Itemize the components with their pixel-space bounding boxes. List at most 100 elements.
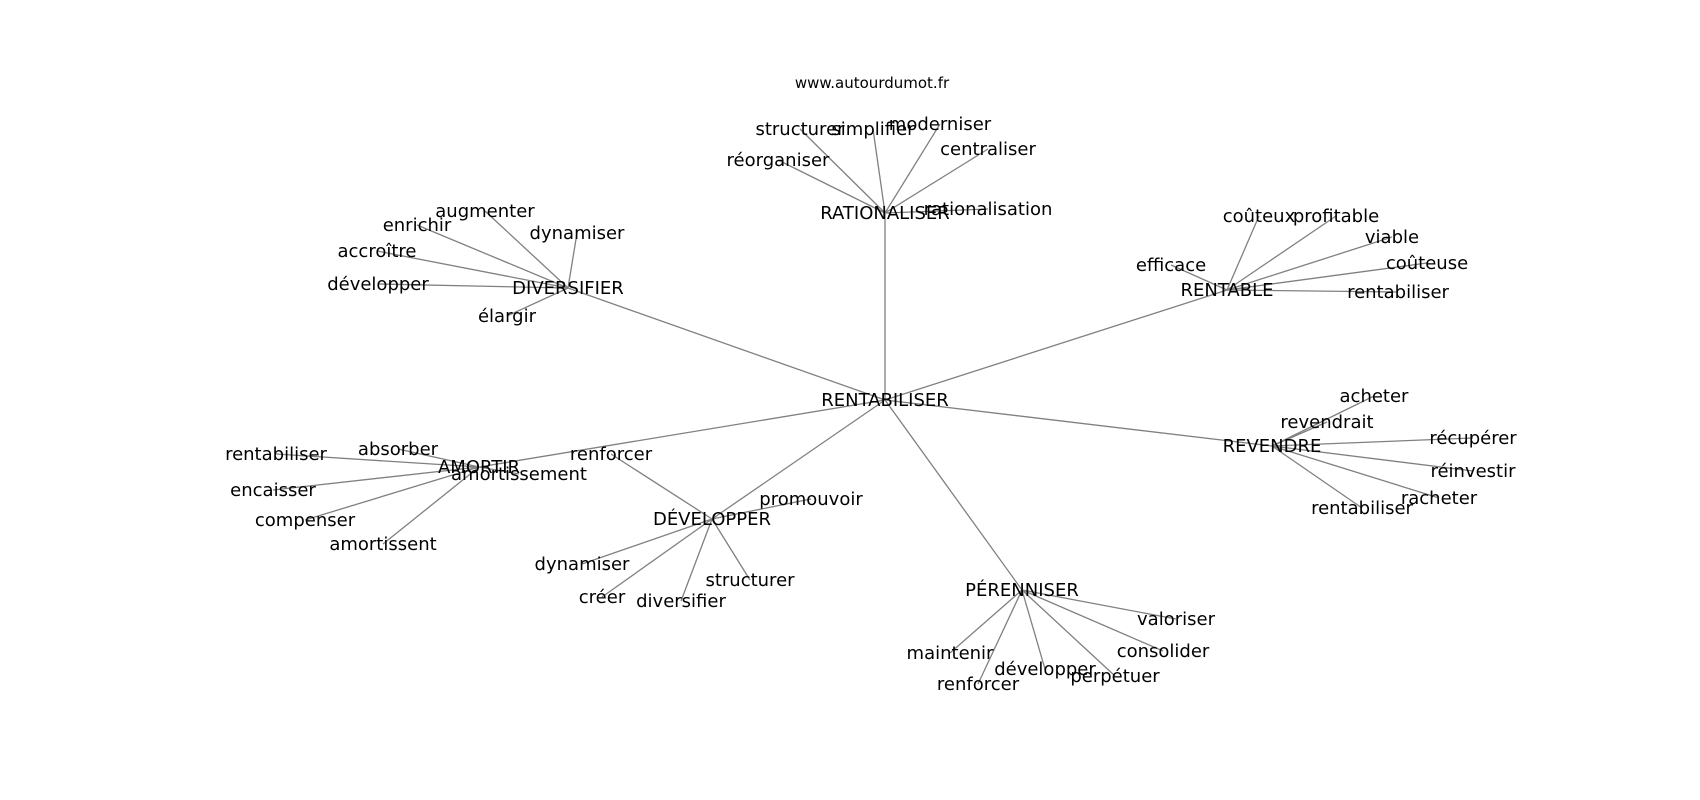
leaf-node-label: coûteuse bbox=[1386, 253, 1468, 274]
edge-hub-leaf bbox=[1271, 445, 1474, 472]
edge-hub-leaf bbox=[275, 453, 480, 468]
edge-hub-leaf bbox=[884, 208, 989, 214]
edge-hub-leaf bbox=[304, 466, 480, 521]
leaf-node-label: rentabiliser bbox=[225, 444, 327, 465]
leaf-node-label: récupérer bbox=[1429, 428, 1517, 449]
leaf-node-label: enrichir bbox=[383, 215, 452, 236]
edge-hub-leaf bbox=[484, 210, 569, 289]
edge-hub-leaf bbox=[1021, 589, 1116, 677]
edge-hub-leaf bbox=[949, 589, 1023, 654]
leaf-node-label: réorganiser bbox=[727, 150, 830, 171]
edge-hub-leaf bbox=[1226, 289, 1399, 293]
edge-hub-leaf bbox=[884, 148, 989, 214]
leaf-node-label: compenser bbox=[255, 510, 356, 531]
edge-hub-leaf bbox=[416, 224, 569, 289]
edge-hub-leaf bbox=[977, 589, 1023, 685]
leaf-node-label: absorber bbox=[358, 439, 439, 460]
leaf-node-label: amortissent bbox=[329, 534, 436, 555]
leaf-node-label: dynamiser bbox=[530, 223, 626, 244]
edge-hub-leaf bbox=[1021, 589, 1164, 652]
leaf-node-label: élargir bbox=[478, 306, 537, 327]
hub-node-label: DIVERSIFIER bbox=[512, 278, 624, 299]
leaf-node-label: augmenter bbox=[435, 201, 535, 222]
edge-hub-leaf bbox=[1271, 445, 1363, 509]
edge-center-hub bbox=[478, 399, 886, 468]
edge-center-hub bbox=[884, 399, 1273, 447]
leaf-node-label: efficace bbox=[1136, 255, 1206, 276]
leaf-node-label: encaisser bbox=[230, 480, 316, 501]
leaf-node-label: renforcer bbox=[937, 674, 1020, 695]
edge-hub-leaf bbox=[777, 159, 886, 214]
leaf-node-label: développer bbox=[994, 659, 1096, 680]
leaf-node-label: maintenir bbox=[907, 643, 995, 664]
center-node-label: RENTABILISER bbox=[821, 390, 949, 411]
edge-hub-leaf bbox=[711, 498, 812, 520]
leaf-node-label: consolider bbox=[1117, 641, 1210, 662]
edge-hub-leaf bbox=[1021, 589, 1046, 670]
leaf-node-label: perpétuer bbox=[1070, 666, 1160, 687]
edge-center-hub bbox=[567, 287, 886, 401]
leaf-node-label: racheter bbox=[1401, 488, 1478, 509]
leaf-node-label: renforcer bbox=[570, 444, 653, 465]
edge-hub-leaf bbox=[1021, 589, 1177, 620]
edge-hub-leaf bbox=[872, 128, 886, 214]
leaf-node-label: rentabiliser bbox=[1347, 282, 1449, 303]
leaf-node-label: centraliser bbox=[940, 139, 1036, 160]
graph-labels: www.autourdumot.fr RENTABILISER structur… bbox=[225, 74, 1517, 695]
edge-center-hub bbox=[711, 399, 886, 520]
leaf-node-label: promouvoir bbox=[759, 489, 863, 510]
edge-hub-leaf bbox=[680, 518, 713, 602]
edge-hub-leaf bbox=[382, 466, 480, 545]
edge-hub-leaf bbox=[567, 232, 578, 289]
hub-node-label: RATIONALISER bbox=[820, 203, 950, 224]
leaf-node-label: amortissement bbox=[451, 464, 587, 485]
hub-node-label: DÉVELOPPER bbox=[653, 508, 771, 530]
edge-hub-leaf bbox=[1226, 215, 1260, 291]
edge-center-hub bbox=[884, 289, 1228, 401]
edge-hub-leaf bbox=[1226, 236, 1393, 291]
hub-node-label: PÉRENNISER bbox=[965, 579, 1079, 601]
leaf-node-label: développer bbox=[327, 274, 429, 295]
edge-hub-leaf bbox=[1271, 437, 1474, 447]
leaf-node-label: créer bbox=[579, 587, 626, 608]
edge-hub-leaf bbox=[376, 250, 569, 289]
edge-hub-leaf bbox=[1271, 395, 1375, 447]
leaf-node-label: réinvestir bbox=[1430, 461, 1516, 482]
leaf-node-label: accroître bbox=[338, 241, 417, 262]
edge-hub-leaf bbox=[1271, 445, 1440, 499]
leaf-node-label: viable bbox=[1365, 227, 1419, 248]
hub-node-label: RENTABLE bbox=[1180, 280, 1273, 301]
leaf-node-label: moderniser bbox=[889, 114, 992, 135]
edge-hub-leaf bbox=[377, 283, 569, 289]
leaf-node-label: rentabiliser bbox=[1311, 498, 1413, 519]
leaf-node-label: structurer bbox=[755, 119, 845, 140]
edge-hub-leaf bbox=[711, 518, 751, 581]
leaf-node-label: profitable bbox=[1293, 206, 1379, 227]
leaf-node-label: dynamiser bbox=[535, 554, 631, 575]
site-watermark: www.autourdumot.fr bbox=[795, 74, 950, 92]
leaf-node-label: rationalisation bbox=[924, 199, 1053, 220]
edge-center-hub bbox=[884, 399, 1023, 591]
edge-hub-leaf bbox=[1271, 421, 1328, 447]
edge-hub-leaf bbox=[601, 518, 713, 598]
leaf-node-label: valoriser bbox=[1137, 609, 1216, 630]
edge-hub-leaf bbox=[272, 466, 480, 491]
leaf-node-label: acheter bbox=[1340, 386, 1410, 407]
hub-node-label: AMORTIR bbox=[438, 457, 520, 478]
leaf-node-label: revendrait bbox=[1280, 412, 1373, 433]
edge-hub-leaf bbox=[884, 123, 941, 214]
edge-hub-leaf bbox=[581, 518, 713, 565]
edge-hub-leaf bbox=[799, 128, 886, 214]
leaf-node-label: simplifier bbox=[831, 119, 915, 140]
edge-hub-leaf bbox=[1226, 262, 1428, 291]
edge-hub-leaf bbox=[1226, 215, 1337, 291]
edge-hub-leaf bbox=[397, 448, 480, 468]
graph-edges bbox=[272, 123, 1474, 685]
edge-hub-leaf bbox=[610, 453, 713, 520]
hub-node-label: REVENDRE bbox=[1223, 436, 1322, 457]
leaf-node-label: diversifier bbox=[636, 591, 726, 612]
edge-hub-leaf bbox=[506, 287, 569, 317]
leaf-node-label: structurer bbox=[705, 570, 795, 591]
edge-hub-leaf bbox=[478, 466, 520, 475]
